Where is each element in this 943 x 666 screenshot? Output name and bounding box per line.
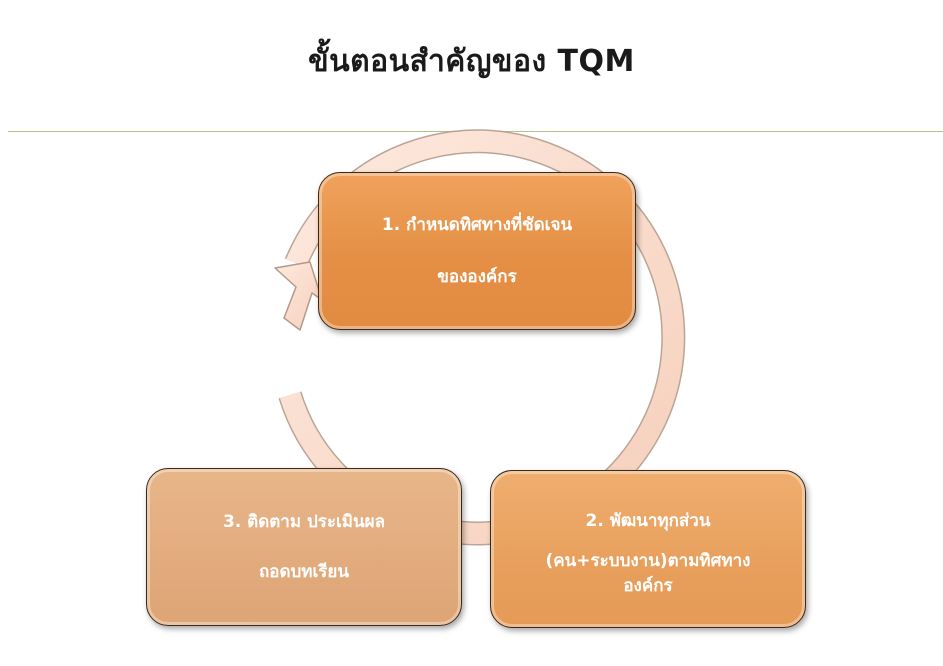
step-1-line-1: 1. กำหนดทิศทางที่ชัดเจน	[381, 215, 573, 235]
step-2-line-3: องค์กร	[623, 576, 673, 596]
step-2-line-1: 2. พัฒนาทุกส่วน	[585, 511, 711, 531]
diagram-title: ขั้นตอนสำคัญของ TQM	[308, 44, 635, 79]
step-2-line-2: (คน+ระบบงาน)ตามทิศทาง	[545, 551, 751, 571]
step-2-box: 2. พัฒนาทุกส่วน (คน+ระบบงาน)ตามทิศทาง อง…	[490, 470, 806, 628]
cycle-arrowhead	[274, 261, 323, 331]
step-1-line-2: ขององค์กร	[437, 267, 517, 287]
step-3-line-1: 3. ติดตาม ประเมินผล	[222, 512, 386, 532]
step-3-line-2: ถอดบทเรียน	[258, 562, 350, 582]
step-1-box: 1. กำหนดทิศทางที่ชัดเจน ขององค์กร	[318, 172, 636, 330]
step-3-box: 3. ติดตาม ประเมินผล ถอดบทเรียน	[146, 468, 462, 626]
